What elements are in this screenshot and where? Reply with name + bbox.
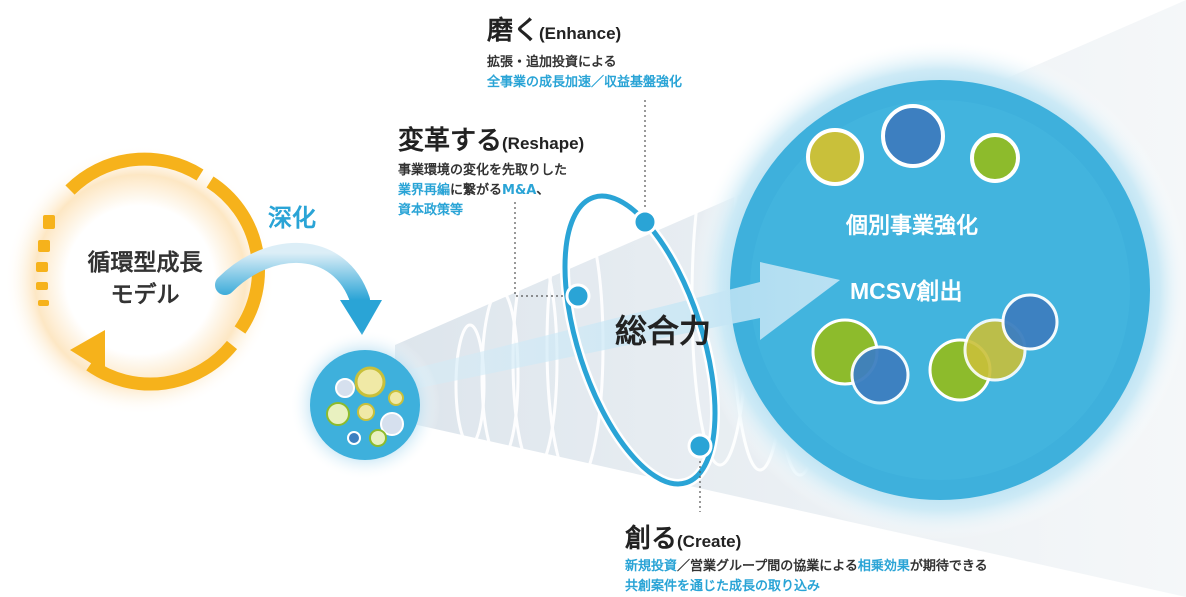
synergy-label: 総合力 [615,312,712,350]
reshape-line2-end: 、 [536,183,550,198]
reshape-heading: 変革する(Reshape) [398,120,584,157]
enhance-line1: 拡張・追加投資による [487,55,617,70]
create-line1-hl1: 新規投資 [625,559,678,574]
cycle-glow [5,145,275,415]
create-node [687,433,713,459]
cycle-line2: モデル [110,282,180,308]
reshape-title-en: (Reshape) [502,134,585,153]
enhance-node [632,209,658,235]
create-line1: 新規投資／営業グループ間の協業による相乗効果が期待できる [625,557,988,577]
reshape-line3: 資本政策等 [398,203,464,218]
enhance-heading: 磨く(Enhance) [487,10,682,47]
create-line2: 共創案件を通じた成長の取り込み [625,579,821,594]
create-line1-hl2: 相乗効果 [857,559,910,574]
deepen-arrow [215,242,370,310]
cycle-model-label: 循環型成長 モデル [75,247,215,311]
reshape-line2-hl2: M&A [502,183,537,198]
cycle-dashes [36,215,55,306]
business-circles-bottom [811,293,1059,405]
reshape-node [565,283,591,309]
create-block: 創る(Create) 新規投資／営業グループ間の協業による相乗効果が期待できる … [625,518,988,597]
reshape-title: 変革する [398,126,503,156]
create-line1-end: が期待できる [909,559,988,574]
cycle-ring [65,152,265,391]
main-loop-blue [562,193,718,487]
business-circles-top [806,104,1020,186]
deepen-label: 深化 [268,204,316,232]
reshape-block: 変革する(Reshape) 事業環境の変化を先取りした 業界再編に繋がるM&A、… [398,120,584,221]
reshape-line2-hl1: 業界再編 [398,183,451,198]
enhance-block: 磨く(Enhance) 拡張・追加投資による 全事業の成長加速／収益基盤強化 [487,10,682,93]
reshape-line2: 業界再編に繋がるM&A、 [398,181,584,201]
enhance-title: 磨く [487,16,540,46]
small-circle-bubbles [326,366,404,447]
enhance-title-en: (Enhance) [539,24,622,43]
create-title: 創る [625,524,678,554]
deepen-arrowhead [340,300,382,335]
synergy-arrow [400,262,840,392]
enhance-desc: 拡張・追加投資による 全事業の成長加速／収益基盤強化 [487,53,682,93]
create-title-en: (Create) [677,532,742,551]
create-heading: 創る(Create) [625,518,988,555]
enhance-line2: 全事業の成長加速／収益基盤強化 [487,75,683,90]
create-desc: 新規投資／営業グループ間の協業による相乗効果が期待できる 共創案件を通じた成長の… [625,557,988,597]
reshape-line1: 事業環境の変化を先取りした [398,163,568,178]
big-circle-label-mid: MCSV創出 [850,278,963,304]
reshape-line2-mid: に繋がる [450,183,503,198]
cycle-arrowhead [70,330,105,372]
cycle-line1: 循環型成長 [87,250,203,276]
reshape-desc: 事業環境の変化を先取りした 業界再編に繋がるM&A、 資本政策等 [398,161,584,221]
create-line1-mid: ／営業グループ間の協業による [677,559,858,574]
big-circle-label-top: 個別事業強化 [846,214,979,239]
